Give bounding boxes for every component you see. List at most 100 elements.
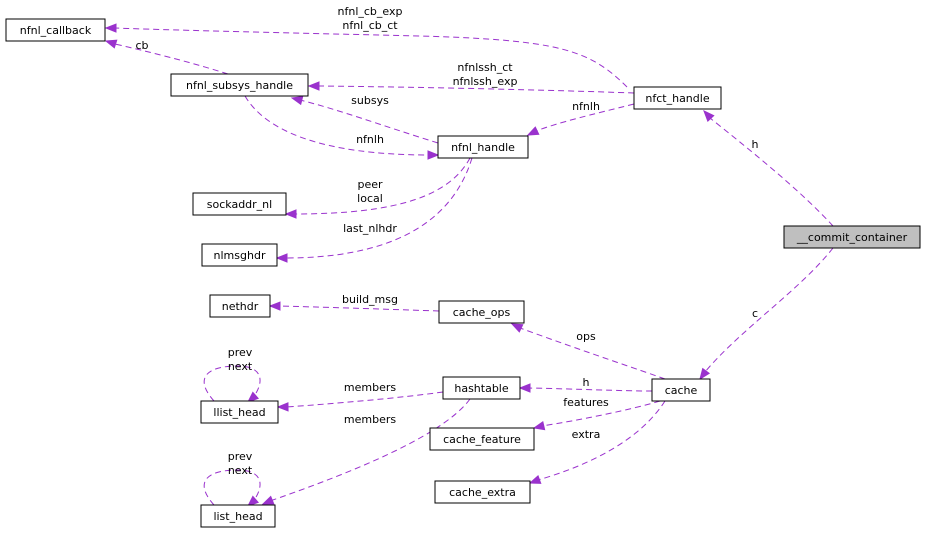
node-box (438, 300, 525, 324)
node-label: sockaddr_nl (207, 198, 272, 211)
node-cache_feature[interactable]: cache_feature (429, 427, 535, 451)
node-box (192, 192, 287, 216)
node-box (429, 427, 535, 451)
edge-line (527, 387, 653, 392)
edge-cache-to-cache_extra: extra (528, 400, 666, 484)
node-commit_container[interactable]: __commit_container (783, 225, 921, 249)
arrowhead-icon (699, 367, 711, 381)
edge-label: extra (572, 428, 601, 441)
node-label: nfnl_handle (451, 141, 515, 154)
edge-cache-to-cache_feature: features (532, 396, 661, 431)
node-label: hashtable (454, 382, 509, 395)
edge-label: nfnlh (572, 100, 600, 113)
node-hashtable[interactable]: hashtable (442, 376, 521, 400)
arrowhead-icon (275, 253, 288, 263)
edge-label: members (344, 413, 396, 426)
edge-label: prev (228, 450, 253, 463)
edge-label: next (228, 464, 253, 477)
node-box (437, 135, 529, 159)
node-label: __commit_container (796, 231, 908, 244)
edge-label: h (752, 138, 759, 151)
edge-commit_container-to-nfct_handle: h (703, 110, 834, 227)
node-label: nlmsghdr (214, 249, 266, 262)
arrowhead-icon (526, 126, 540, 136)
node-label: llist_head (213, 406, 265, 419)
node-box (200, 504, 276, 528)
edge-label: nfnlssh_exp (453, 75, 518, 88)
arrowhead-icon (307, 81, 320, 91)
edge-line (285, 391, 444, 408)
edge-label: prev (228, 346, 253, 359)
edge-line (269, 398, 471, 502)
arrowhead-icon (510, 323, 524, 333)
node-nfct_handle[interactable]: nfct_handle (633, 86, 722, 110)
node-label: nfct_handle (645, 92, 709, 105)
edge-label: ops (576, 330, 596, 343)
edge-line (113, 27, 628, 88)
node-label: nfnl_callback (20, 24, 92, 37)
edge-line (317, 85, 635, 94)
edge-label: next (228, 360, 253, 373)
edge-line (244, 95, 431, 156)
node-box (170, 73, 309, 97)
edge-label: c (752, 307, 758, 320)
edge-line (293, 157, 471, 215)
edge-label: last_nlhdr (343, 222, 397, 235)
edge-label: nfnl_cb_ct (342, 19, 398, 32)
edge-line (277, 305, 440, 312)
edge-label: nfnlh (356, 133, 384, 146)
node-label: cache_ops (453, 306, 511, 319)
edge-label: h (583, 376, 590, 389)
node-nfnl_handle[interactable]: nfnl_handle (437, 135, 529, 159)
arrowhead-icon (276, 402, 289, 412)
node-nfnl_callback[interactable]: nfnl_callback (5, 18, 106, 42)
node-nethdr[interactable]: nethdr (209, 294, 271, 318)
edge-line (541, 400, 661, 427)
node-cache[interactable]: cache (651, 378, 711, 402)
arrowhead-icon (427, 150, 440, 160)
node-nlmsghdr[interactable]: nlmsghdr (201, 243, 278, 267)
node-label: cache (665, 384, 698, 397)
node-cache_extra[interactable]: cache_extra (434, 480, 531, 504)
edge-label: nfnl_cb_exp (338, 5, 403, 18)
edge-cache-to-hashtable: h (518, 376, 653, 393)
node-box (5, 18, 106, 42)
edge-label: nfnlssh_ct (457, 61, 513, 74)
node-label: nfnl_subsys_handle (186, 79, 293, 92)
node-list_head[interactable]: list_head (200, 504, 276, 528)
node-llist_head[interactable]: llist_head (200, 400, 279, 424)
edge-line (203, 469, 261, 506)
node-cache_ops[interactable]: cache_ops (438, 300, 525, 324)
edge-line (284, 157, 473, 259)
node-label: cache_extra (449, 486, 516, 499)
arrowhead-icon (528, 474, 542, 484)
arrowhead-icon (268, 301, 281, 311)
edge-line (537, 400, 666, 481)
edge-line (535, 103, 635, 132)
arrowhead-icon (261, 495, 275, 505)
edge-label: cb (135, 39, 148, 52)
node-box (209, 294, 271, 318)
node-label: nethdr (222, 300, 259, 313)
edge-hashtable-to-list_head: members (261, 398, 471, 505)
arrowhead-icon (290, 95, 304, 106)
node-box (200, 400, 279, 424)
node-box (783, 225, 921, 249)
node-nfnl_subsys_handle[interactable]: nfnl_subsys_handle (170, 73, 309, 97)
node-box (633, 86, 722, 110)
edge-line (519, 327, 666, 380)
arrowhead-icon (518, 383, 531, 393)
edge-line (299, 99, 439, 144)
arrowhead-icon (104, 23, 117, 33)
node-sockaddr_nl[interactable]: sockaddr_nl (192, 192, 287, 216)
edge-nfct_handle-to-nfnl_handle: nfnlh (526, 100, 635, 136)
node-label: list_head (213, 510, 262, 523)
arrowhead-icon (104, 39, 118, 49)
edge-label: members (344, 381, 396, 394)
